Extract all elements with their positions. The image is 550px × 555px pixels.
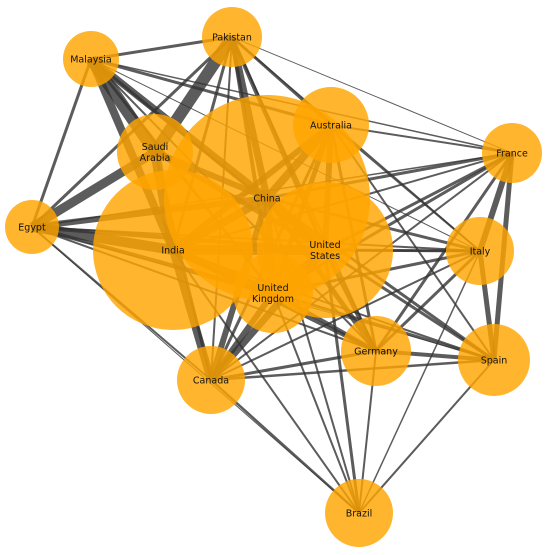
node-pakistan (202, 7, 262, 67)
node-label-egypt: Egypt (18, 223, 46, 234)
node-spain (458, 324, 530, 396)
edge-pakistan-france (231, 36, 513, 154)
node-egypt (5, 200, 59, 254)
node-label-australia: Australia (310, 121, 352, 132)
node-united_kingdom (233, 253, 313, 333)
node-malaysia (63, 31, 119, 87)
node-italy (446, 217, 514, 285)
node-label-germany: Germany (354, 347, 398, 358)
node-india (93, 170, 253, 330)
node-germany (341, 316, 411, 386)
edge-italy-brazil (358, 250, 481, 514)
node-france (482, 123, 542, 183)
node-label-india: India (161, 246, 184, 257)
node-label-brazil: Brazil (346, 509, 373, 520)
node-brazil (325, 479, 393, 547)
node-label-spain: Spain (481, 356, 508, 367)
edge-france-germany (374, 152, 514, 352)
node-label-malaysia: Malaysia (70, 55, 112, 66)
node-canada (177, 346, 245, 414)
edge-malaysia-egypt (30, 58, 93, 228)
edge-italy-canada (210, 250, 481, 381)
node-label-china: China (253, 194, 280, 205)
node-label-france: France (496, 149, 528, 160)
node-label-pakistan: Pakistan (212, 33, 252, 44)
node-label-canada: Canada (193, 376, 229, 387)
node-label-italy: Italy (470, 247, 491, 258)
